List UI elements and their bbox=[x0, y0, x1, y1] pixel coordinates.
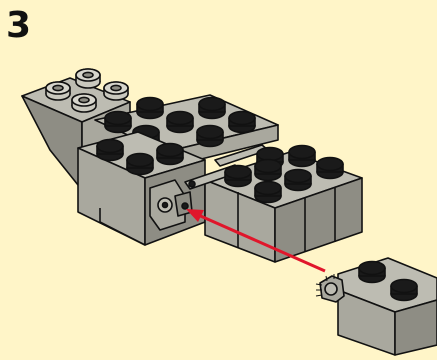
hinge-brick bbox=[316, 258, 437, 355]
